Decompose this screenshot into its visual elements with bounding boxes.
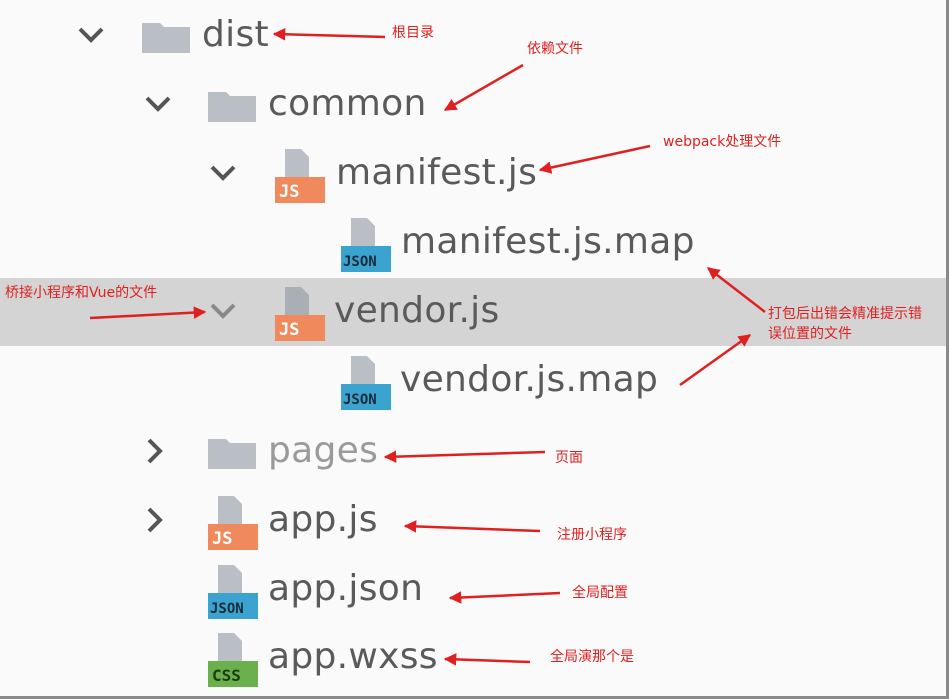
js-file-icon: JS <box>208 496 258 550</box>
tree-item-label: app.json <box>268 568 424 609</box>
json-badge-text: JSON <box>210 601 244 617</box>
json-badge-text: JSON <box>343 392 377 408</box>
chevron-down-icon[interactable] <box>208 296 238 326</box>
folder-icon <box>208 439 256 469</box>
tree-item-label: app.js <box>268 499 378 540</box>
tree-item-label: common <box>268 83 427 124</box>
tree-row-manifest-js[interactable]: JS manifest.js <box>0 140 946 208</box>
js-file-icon: JS <box>275 287 325 341</box>
css-badge-text: CSS <box>212 666 241 685</box>
tree-row-dist[interactable]: dist <box>0 2 946 70</box>
annotation-pages: 页面 <box>555 450 583 466</box>
tree-item-label: pages <box>268 430 379 471</box>
json-file-icon: JSON <box>341 356 391 410</box>
js-file-icon: JS <box>275 149 325 203</box>
tree-item-label: vendor.js <box>334 290 500 331</box>
json-file-icon: JSON <box>208 565 258 619</box>
tree-row-vendor-js-map[interactable]: JSON vendor.js.map <box>0 347 946 415</box>
js-badge-text: JS <box>212 529 232 549</box>
tree-row-app-js[interactable]: JS app.js <box>0 487 946 555</box>
tree-row-common[interactable]: common <box>0 71 946 139</box>
css-file-icon: CSS <box>208 633 258 687</box>
tree-row-app-json[interactable]: JSON app.json <box>0 556 946 624</box>
js-badge-text: JS <box>279 320 299 340</box>
json-badge-text: JSON <box>343 254 377 270</box>
js-badge-text: JS <box>279 182 299 202</box>
chevron-down-icon[interactable] <box>208 158 238 188</box>
annotation-sourcemap-line1: 打包后出错会精准提示错 <box>768 306 922 322</box>
chevron-right-icon[interactable] <box>140 436 170 466</box>
chevron-down-icon[interactable] <box>143 89 173 119</box>
tree-item-label: manifest.js.map <box>401 221 695 262</box>
annotation-global-style: 全局演那个是 <box>550 649 634 665</box>
tree-row-app-wxss[interactable]: CSS app.wxss <box>0 624 946 692</box>
tree-row-pages[interactable]: pages <box>0 418 946 486</box>
tree-item-label: vendor.js.map <box>400 359 659 400</box>
annotation-bridge: 桥接小程序和Vue的文件 <box>5 285 158 301</box>
tree-item-label: dist <box>202 14 269 55</box>
json-file-icon: JSON <box>341 218 391 272</box>
tree-row-manifest-js-map[interactable]: JSON manifest.js.map <box>0 209 946 277</box>
annotation-global-config: 全局配置 <box>572 585 628 601</box>
annotation-sourcemap-line2: 误位置的文件 <box>768 326 852 342</box>
folder-icon <box>142 23 190 53</box>
annotation-webpack: webpack处理文件 <box>663 134 782 150</box>
annotation-deps: 依赖文件 <box>527 41 583 57</box>
folder-icon <box>208 92 256 122</box>
chevron-right-icon[interactable] <box>140 505 170 535</box>
tree-item-label: manifest.js <box>336 152 538 193</box>
tree-item-label: app.wxss <box>268 636 438 677</box>
annotation-root: 根目录 <box>392 25 434 41</box>
annotation-register: 注册小程序 <box>557 527 627 543</box>
chevron-down-icon[interactable] <box>76 20 106 50</box>
